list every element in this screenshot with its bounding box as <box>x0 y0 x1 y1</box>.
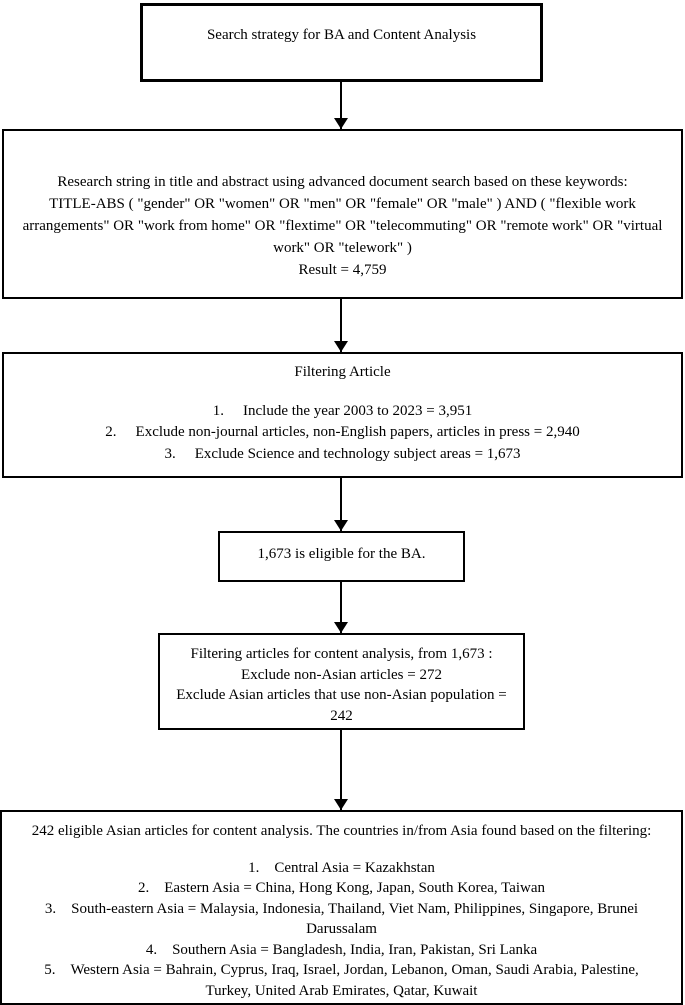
content-filter-line: Exclude non-Asian articles = 272 <box>241 666 442 683</box>
content-filter-line: Exclude Asian articles that use non-Asia… <box>176 687 507 703</box>
item-number: 3. <box>164 445 176 462</box>
arrow-line <box>340 82 342 129</box>
connector-strategy-to-research <box>333 82 349 129</box>
content-filter-line: Filtering articles for content analysis,… <box>190 646 493 662</box>
filtering-article-heading: Filtering Article <box>294 364 391 380</box>
connector-eligible-to-content-filter <box>333 582 349 633</box>
item-number: 2. <box>105 424 117 440</box>
eligible-ba-text: 1,673 is eligible for the BA. <box>257 546 426 562</box>
spacer <box>2 842 681 858</box>
item-text: Eastern Asia = China, Hong Kong, Japan, … <box>164 880 546 896</box>
results-item: 2. Eastern Asia = China, Hong Kong, Japan… <box>2 878 681 899</box>
item-number: 1. <box>248 859 260 876</box>
filtering-article-item: 2. Exclude non-journal articles, non-Engl… <box>4 422 681 444</box>
arrow-down-icon <box>334 341 348 352</box>
item-text: Exclude Science and technology subject a… <box>194 445 521 462</box>
search-strategy-text: Search strategy for BA and Content Analy… <box>206 27 477 43</box>
item-text: Southern Asia = Bangladesh, India, Iran,… <box>172 941 538 958</box>
item-text: Exclude non-journal articles, non-Englis… <box>135 424 580 440</box>
item-text: Include the year 2003 to 2023 = 3,951 <box>243 402 473 419</box>
box-eligible-ba: 1,673 is eligible for the BA. <box>218 531 465 582</box>
item-number: 3. <box>44 900 57 917</box>
research-string-line: arrangements" OR "work from home" OR "fl… <box>22 218 663 234</box>
item-number: 1. <box>212 402 224 419</box>
filtering-article-item: 1. Include the year 2003 to 2023 = 3,951 <box>4 401 681 423</box>
connector-filtering-to-eligible <box>333 478 349 531</box>
arrow-down-icon <box>334 622 348 633</box>
results-intro: 242 eligible Asian articles for content … <box>31 823 652 839</box>
arrow-line <box>340 299 342 352</box>
box-filtering-article: Filtering Article 1. Include the year 200… <box>2 352 683 478</box>
arrow-down-icon <box>334 520 348 531</box>
item-number: 4. <box>145 941 158 958</box>
arrow-line <box>340 478 342 531</box>
arrow-down-icon <box>334 118 348 129</box>
arrow-down-icon <box>334 799 348 810</box>
research-string-line: work" OR "telework" ) <box>273 240 412 256</box>
item-text: Western Asia = Bahrain, Cyprus, Iraq, Is… <box>70 962 639 978</box>
connector-content-filter-to-results <box>333 730 349 810</box>
box-content-analysis-filter: Filtering articles for content analysis,… <box>158 633 525 730</box>
item-text: South-eastern Asia = Malaysia, Indonesia… <box>71 900 639 917</box>
research-string-line: Research string in title and abstract us… <box>57 174 628 190</box>
box-content-analysis-results: 242 eligible Asian articles for content … <box>0 810 683 1005</box>
item-text: Central Asia = Kazakhstan <box>274 859 435 876</box>
results-item: 1. Central Asia = Kazakhstan <box>2 858 681 879</box>
box-search-strategy: Search strategy for BA and Content Analy… <box>140 3 543 82</box>
arrow-line <box>340 730 342 810</box>
results-item: 5. Western Asia = Bahrain, Cyprus, Iraq, … <box>2 960 681 981</box>
item-number: 2. <box>137 880 150 896</box>
connector-research-to-filtering <box>333 299 349 352</box>
item-number: 5. <box>44 962 56 978</box>
spacer <box>4 384 681 401</box>
results-item: 3. South-eastern Asia = Malaysia, Indones… <box>2 899 681 920</box>
research-string-result: Result = 4,759 <box>298 262 387 278</box>
box-research-string: Research string in title and abstract us… <box>2 129 683 299</box>
content-filter-line: 242 <box>330 707 353 724</box>
results-item: 4. Southern Asia = Bangladesh, India, Ira… <box>2 940 681 961</box>
results-item-continuation: Darussalam <box>306 921 377 937</box>
arrow-line <box>340 582 342 633</box>
results-item-continuation: Turkey, United Arab Emirates, Qatar, Kuw… <box>205 982 478 999</box>
filtering-article-item: 3. Exclude Science and technology subject… <box>4 444 681 466</box>
research-string-line: TITLE-ABS ( "gender" OR "women" OR "men"… <box>49 196 636 212</box>
